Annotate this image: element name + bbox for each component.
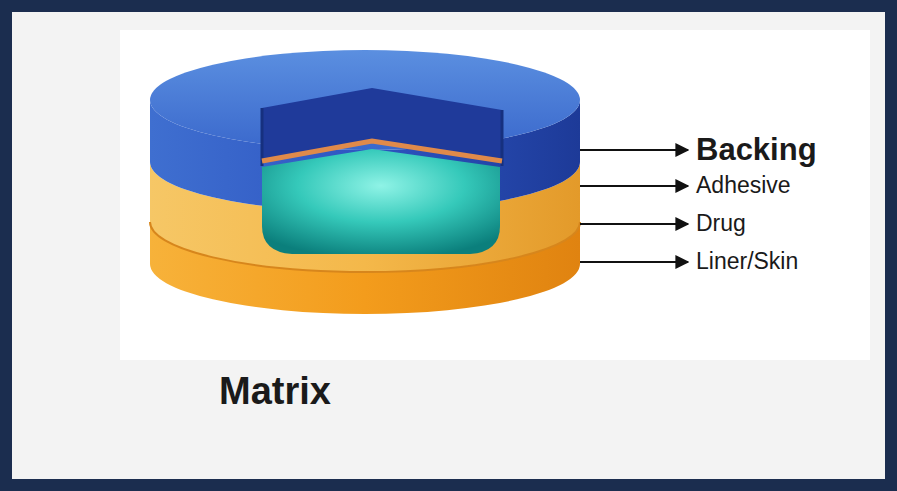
leader-arrow [580, 261, 688, 263]
leader-arrow [580, 185, 688, 187]
part-label: Drug [696, 211, 746, 236]
leader-arrow [580, 149, 688, 151]
leader-arrow [580, 223, 688, 225]
part-label: Backing [696, 133, 817, 167]
caption: Matrix [219, 371, 331, 413]
part-label: Liner/Skin [696, 249, 798, 274]
part-label: Adhesive [696, 173, 791, 198]
